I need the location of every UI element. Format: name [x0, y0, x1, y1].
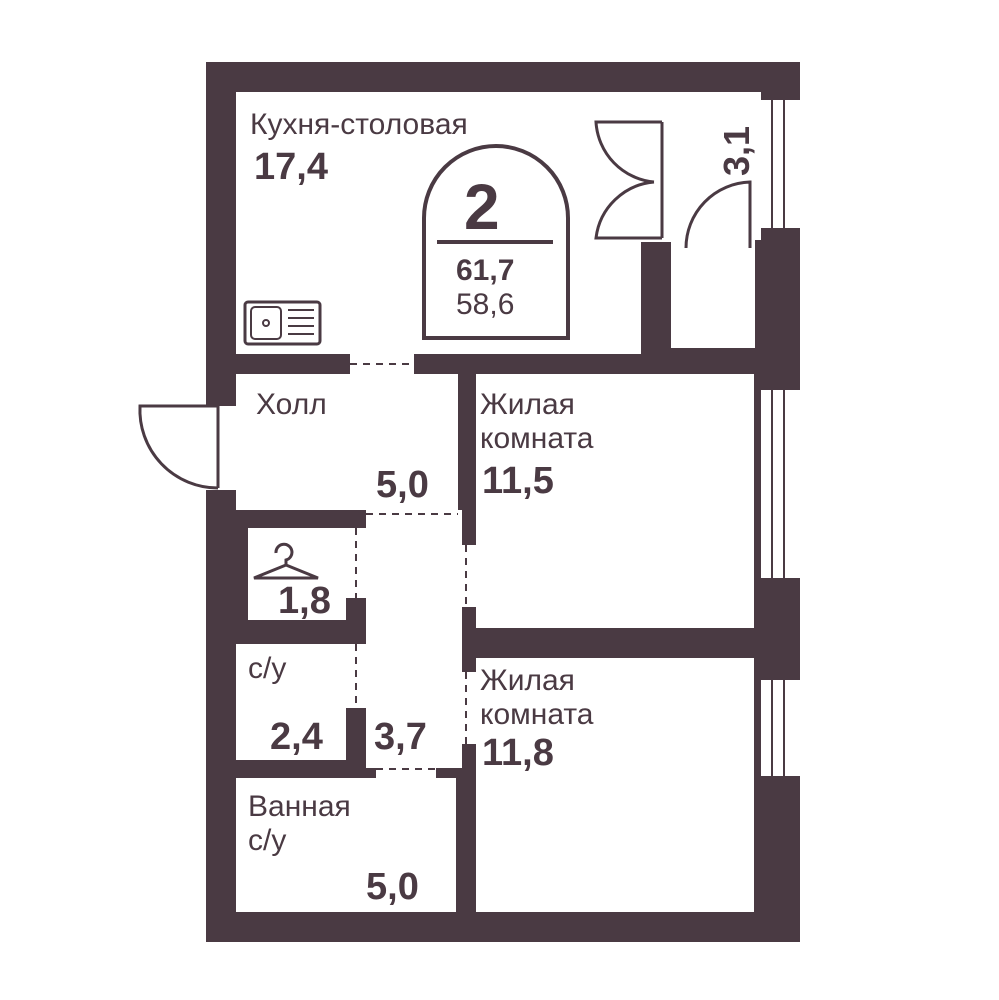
living-area: 58,6	[456, 288, 515, 321]
wardrobe-area: 1,8	[278, 580, 331, 622]
kitchen-area: 17,4	[254, 146, 328, 188]
kitchen-name: Кухня-столовая	[250, 108, 468, 141]
total-area: 61,7	[456, 254, 515, 287]
wc-name: с/у	[248, 652, 287, 685]
kitchen-balcony-door-top	[594, 120, 662, 184]
wc-area: 2,4	[270, 716, 323, 758]
entrance-doorway	[206, 406, 236, 490]
living2-area: 11,8	[482, 732, 554, 774]
rooms-count: 2	[464, 171, 500, 243]
hall-floor	[236, 374, 458, 510]
balcony-passage	[671, 240, 755, 262]
living1-window	[761, 390, 800, 578]
balcony-floor	[671, 92, 761, 240]
living2-name-2: комната	[480, 698, 594, 731]
living1-area: 11,5	[482, 460, 554, 502]
wardrobe-doorway	[346, 528, 366, 598]
living2-window	[761, 680, 800, 776]
corridor-floor	[366, 510, 462, 768]
balcony-window	[761, 100, 800, 228]
hall-area: 5,0	[376, 464, 429, 506]
living-room-1-floor	[476, 374, 754, 628]
sink-icon	[243, 300, 322, 346]
living-room-2-floor	[476, 658, 754, 912]
apartment-badge	[422, 144, 570, 340]
balcony-area: 3,1	[716, 125, 757, 177]
corridor-area: 3,7	[374, 716, 427, 758]
bath-name-1: Ванная	[248, 790, 351, 823]
hanger-icon	[253, 542, 319, 580]
living2-doorway	[456, 672, 476, 744]
wc-floor	[236, 644, 346, 760]
loggia-floor	[671, 260, 755, 348]
hall-name: Холл	[256, 388, 327, 421]
living1-name-1: Жилая	[480, 388, 575, 421]
bath-area: 5,0	[366, 866, 419, 908]
living2-name-1: Жилая	[480, 664, 575, 697]
balcony-door-swing	[684, 180, 752, 249]
kitchen-niche	[641, 92, 671, 242]
kitchen-balcony-door-bottom	[594, 180, 662, 240]
living1-name-2: комната	[480, 422, 594, 455]
bath-name-2: с/у	[248, 824, 287, 857]
bathroom-floor	[236, 778, 456, 912]
hall-corridor-opening	[366, 510, 458, 528]
entrance-door-swing	[138, 404, 219, 490]
